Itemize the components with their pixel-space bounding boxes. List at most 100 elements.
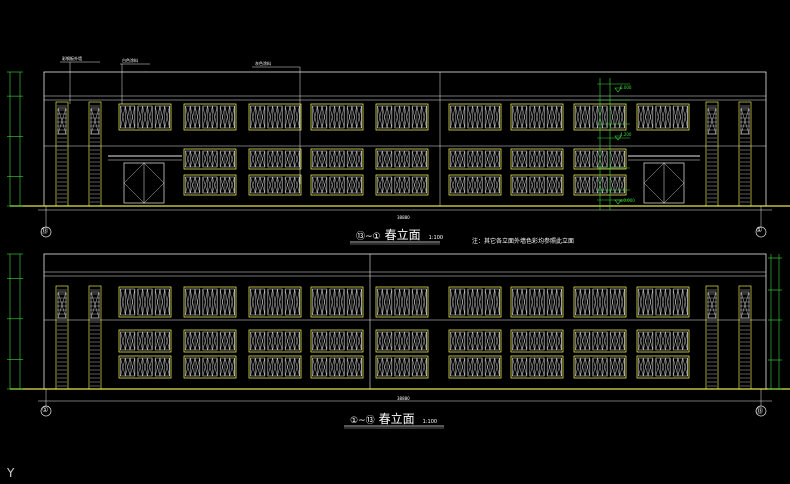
elev2-lower-window-b-5-hatch [472,357,478,377]
elev1-upper-window-8-hatch [677,105,683,129]
elev2-lower-window-b-1 [183,355,237,379]
elev2-upper-window-2-hatch [284,288,291,316]
elev1-upper-window-1-hatch [190,105,196,129]
ucs-y-icon: Y [7,466,15,480]
elev2-lower-window-b-7 [573,355,627,379]
elev1-upper-window-4-hatch [411,105,418,129]
elev1-lower-window-a-0-hatch [190,150,196,168]
elev1-lower-window-b-2-hatch [329,176,335,194]
elev2-lower-window-a-8-hatch [672,331,679,351]
elev2-lower-window-a-7-hatch [592,331,598,351]
elev2-lower-window-a-0-hatch [147,331,153,351]
elev2-lower-window-a-7-hatch [619,331,625,351]
elev2-upper-window-5-hatch [484,288,491,316]
elev2-lower-window-b-3-hatch [351,357,357,377]
elev1-upper-window-7-hatch [592,105,598,129]
elev1-lower-window-b-3-hatch [386,176,393,194]
elev2-lower-window-a-2-hatch [294,331,300,351]
elev2-lower-window-b-0-hatch [164,357,170,377]
elev2-lower-window-b-6-hatch [534,357,540,377]
elev2-lower-window-b-4-hatch [377,357,383,377]
elev2-upper-window-2-hatch [277,288,283,316]
elev1-lower-window-b-1-hatch [289,176,295,194]
elev1-lower-window-a-0-hatch [224,150,230,168]
elev1-lower-window-b-1-hatch [272,176,278,194]
elevation-1-scale: 1:100 [428,235,444,241]
elev2-lower-window-a-4-hatch [416,331,422,351]
elev2-upper-window-4-hatch [399,288,405,316]
elev2-upper-window-8-hatch [647,288,654,316]
overall-dimension-2: 38880 [397,396,410,401]
elev1-upper-window-0-hatch [159,105,165,129]
elev2-lower-window-a-8-hatch [647,331,654,351]
elev2-lower-window-a-1-hatch [229,331,235,351]
elevation-2-axis-range: ①~⑬ [350,416,375,426]
elev1-lower-window-a-0-hatch [202,150,208,168]
elev2-upper-window-6-hatch [529,288,535,316]
elev2-upper-window-4-hatch [386,288,393,316]
elev2-lower-window-b-4-hatch [399,357,405,377]
elev2-lower-window-a-8-hatch [655,331,661,351]
elev1-lower-window-b-4-hatch [494,176,500,194]
elev1-stair-right-1-window [707,107,717,135]
elev2-lower-window-a-7 [573,329,627,353]
elev2-upper-window-0-hatch [159,288,165,316]
elev2-lower-window-b-7-hatch [597,357,603,377]
elev1-lower-window-b-6-hatch [609,176,616,194]
elev1-lower-window-b-1 [248,174,302,196]
elev2-stair-left-2-x [90,291,100,319]
elev1-lower-window-a-6-hatch [619,150,625,168]
elev2-lower-window-a-1-hatch [224,331,230,351]
elev2-upper-window-7 [573,286,627,318]
elev2-upper-window-8-hatch [677,288,683,316]
elev1-upper-window-4-hatch [404,105,410,129]
elev2-lower-window-a-4-hatch [399,331,405,351]
elev1-lower-window-b-5-hatch [521,176,528,194]
level-mark-1: 6.000 [620,85,632,90]
elev1-lower-window-b-1-hatch [250,176,256,194]
elev2-lower-window-b-7-hatch [609,357,616,377]
elev1-upper-window-5-hatch [484,105,491,129]
elev1-upper-window-4-hatch [421,105,427,129]
elev2-lower-window-a-6 [510,329,564,353]
elev1-upper-window-8-hatch [682,105,688,129]
elev2-lower-window-b-0-hatch [120,357,126,377]
elev2-lower-window-b-2-hatch [289,357,295,377]
elev1-lower-window-b-2 [310,174,364,196]
elev2-lower-window-a-3-hatch [317,331,323,351]
elev2-upper-window-5-hatch [450,288,456,316]
elev1-lower-window-a-1-hatch [250,150,256,168]
elev1-lower-window-a-4-hatch [450,150,456,168]
elev2-upper-window-6-hatch [521,288,528,316]
elev1-lower-window-b-0-hatch [202,176,208,194]
elev1-upper-window-8-hatch [665,105,671,129]
elev1-lower-window-a-4-hatch [489,150,495,168]
elev2-lower-window-b-5 [448,355,502,379]
elev1-lower-window-b-5-hatch [534,176,540,194]
elev2-upper-window-1-hatch [190,288,196,316]
elev2-upper-window-1-hatch [194,288,201,316]
elev1-lower-window-a-3-hatch [404,150,410,168]
elev1-upper-window-1-hatch [185,105,191,129]
elev1-upper-window-6-hatch [517,105,523,129]
elev1-upper-window-2-hatch [259,105,266,129]
elev1-lower-window-b-4-hatch [450,176,456,194]
elev2-lower-window-b-6-hatch [546,357,553,377]
elev1-lower-window-a-0-hatch [212,150,218,168]
axis-bubble-label-2b: ⑬ [756,407,763,415]
elev2-upper-window-3-hatch [317,288,323,316]
elev1-lower-window-b-5-hatch [529,176,535,194]
elev2-lower-window-a-4-hatch [404,331,410,351]
elev2-lower-window-b-3-hatch [317,357,323,377]
elev2-upper-window-8-hatch [638,288,644,316]
elev2-upper-window-5-hatch [467,288,473,316]
elev2-lower-window-a-5 [448,329,502,353]
elev2-lower-window-a-1-hatch [212,331,218,351]
elev1-lower-window-a-4-hatch [467,150,473,168]
elev2-lower-window-a-0-hatch [137,331,143,351]
elev2-lower-window-a-6-hatch [551,331,557,351]
elev1-upper-window-1 [183,103,237,131]
elev1-door-left-leaf [143,182,165,204]
elev1-door-left-leaf [143,162,165,184]
